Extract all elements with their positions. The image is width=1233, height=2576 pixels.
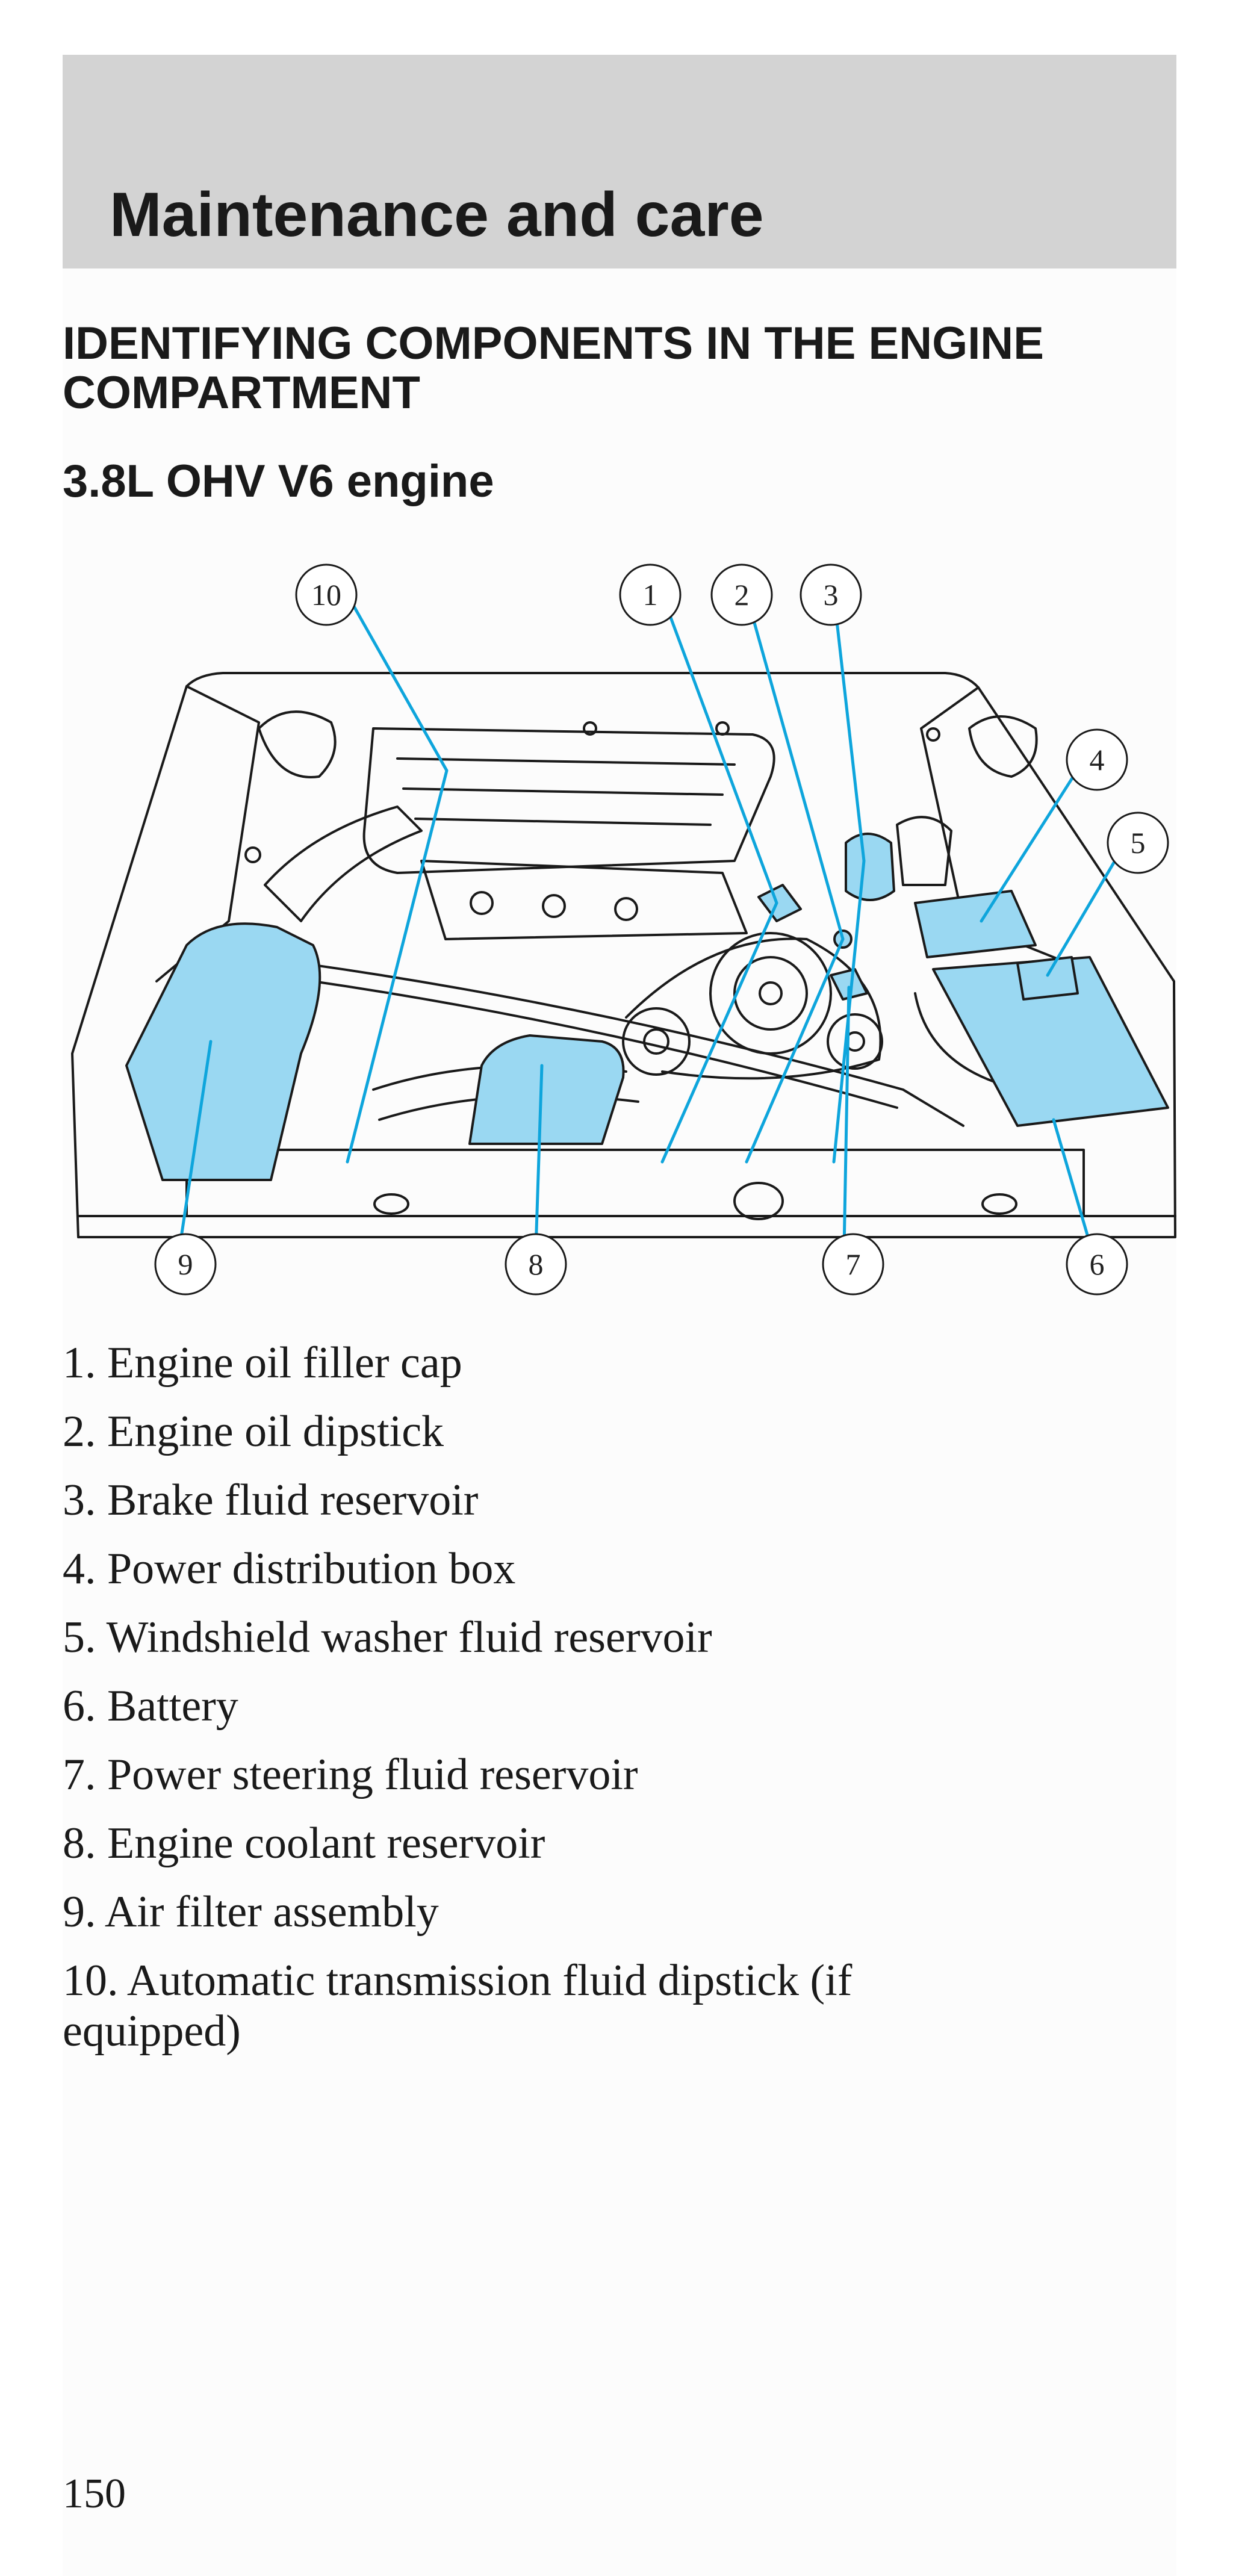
callout-circle-7 (822, 1233, 884, 1296)
callout-circle-8 (505, 1233, 567, 1296)
callout-circle-4 (1066, 728, 1128, 791)
washer-reservoir-shape (1016, 956, 1079, 1001)
callout-label-10: 10 (311, 578, 341, 612)
callout-circle-2 (710, 563, 773, 626)
leader-2 (745, 937, 845, 1164)
callout-circle-6 (1066, 1233, 1128, 1296)
callout-label-8: 8 (529, 1247, 544, 1281)
callout-label-6: 6 (1090, 1247, 1105, 1281)
callout-circle-5 (1107, 812, 1169, 874)
leader-1 (660, 901, 778, 1164)
callout-circle-3 (800, 563, 862, 626)
leader-7 (842, 985, 851, 1251)
legend-item: 6. Battery (63, 1681, 238, 1731)
legend-item: 9. Air filter assembly (63, 1887, 439, 1937)
callout-label-1: 1 (643, 578, 658, 612)
callout-label-2: 2 (735, 578, 750, 612)
section-heading: IDENTIFYING COMPONENTS IN THE ENGINE COM… (63, 318, 1044, 418)
coolant-reservoir-shape (468, 1034, 625, 1145)
callout-circle-9 (154, 1233, 217, 1296)
drive-belt (625, 937, 882, 1080)
callout-label-7: 7 (846, 1247, 861, 1281)
page-number: 150 (63, 2471, 126, 2517)
leader-6 (1052, 1118, 1093, 1251)
leader-9 (178, 1040, 213, 1251)
alternator (709, 932, 832, 1055)
callout-group (154, 563, 1169, 1296)
brake-reservoir-shape (845, 833, 895, 901)
legend-item: 2. Engine oil dipstick (63, 1407, 444, 1456)
power-steering-reservoir-shape (830, 968, 868, 1001)
intake-manifold (362, 727, 775, 874)
callout-label-9: 9 (178, 1247, 193, 1281)
leader-10 (346, 769, 449, 1164)
power-distribution-box-shape (914, 890, 1037, 958)
radiator-support (185, 1149, 1085, 1217)
engine-illustration: 10 1 2 3 4 5 9 8 7 6 (71, 563, 1176, 1296)
callout-label-4: 4 (1090, 743, 1105, 777)
legend-item: 4. Power distribution box (63, 1544, 516, 1594)
legend-item: 3. Brake fluid reservoir (63, 1476, 479, 1525)
air-filter-assembly-shape (125, 922, 321, 1181)
strut-tower-right (968, 715, 1038, 778)
chapter-title: Maintenance and care (110, 180, 764, 250)
engine-compartment-diagram: 10 1 2 3 4 5 9 8 7 6 (60, 548, 1180, 1306)
legend-item: 8. Engine coolant reservoir (63, 1819, 545, 1868)
oil-filler-cap-shape (757, 884, 802, 922)
strut-tower-left (258, 710, 337, 778)
callout-circle-1 (619, 563, 682, 626)
legend-item: 10. Automatic transmission fluid dipstic… (63, 1956, 853, 2056)
callout-circle-10 (295, 563, 358, 626)
legend-item: 7. Power steering fluid reservoir (63, 1750, 638, 1799)
intake-tube (264, 805, 423, 922)
callout-label-5: 5 (1131, 826, 1146, 860)
page-body-background (63, 268, 1176, 2576)
legend-item: 1. Engine oil filler cap (63, 1338, 462, 1388)
chapter-header: Maintenance and care (63, 55, 1176, 268)
callout-label-3: 3 (824, 578, 839, 612)
component-legend: 1. Engine oil filler cap 2. Engine oil d… (63, 1338, 1086, 2075)
legend-item: 5. Windshield washer fluid reservoir (63, 1613, 712, 1662)
cross-brace (300, 962, 964, 1127)
leader-8 (534, 1064, 544, 1251)
pulley-1 (622, 1007, 691, 1076)
engine-subheading: 3.8L OHV V6 engine (63, 456, 494, 507)
valve-cover (420, 860, 748, 940)
pulley-2 (827, 1013, 883, 1070)
